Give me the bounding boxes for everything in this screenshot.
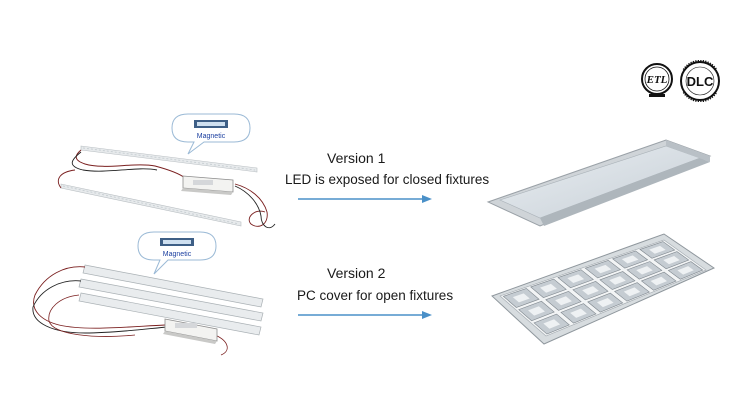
etl-logo: ETL (640, 62, 674, 100)
louver-cell-reflector (543, 319, 561, 329)
led-strip-upper (80, 145, 258, 173)
louver-cell-reflector (596, 298, 614, 308)
version1-description: LED is exposed for closed fixtures (285, 172, 490, 187)
louver-cell-reflector (621, 255, 639, 264)
louver-cell-reflector (594, 264, 612, 274)
magnetic-callout-v2: Magnetic (134, 228, 220, 280)
closed-fixture-image (480, 118, 730, 230)
version2-description: PC cover for open fixtures (297, 288, 454, 303)
louver-cell-reflector (649, 245, 666, 254)
dlc-logo-text: DLC (687, 74, 714, 89)
louver-cell-reflector (677, 266, 694, 275)
louver-cell-reflector (512, 293, 530, 303)
magnetic-callout-v1-label: Magnetic (197, 133, 226, 140)
louver-cell-reflector (650, 276, 668, 286)
arrow-right-icon (296, 309, 436, 321)
louver-cell-reflector (567, 274, 585, 283)
louver-cell-reflector (623, 287, 641, 297)
version1-title: Version 1 (327, 150, 386, 166)
led-driver-v1 (181, 175, 234, 195)
pc-tube-3 (78, 292, 262, 336)
louver-grid (502, 241, 704, 335)
louver-cell-reflector (636, 266, 653, 275)
louver-cell-reflector (540, 283, 557, 293)
pc-tube-1 (82, 264, 264, 308)
pc-tube-2 (78, 278, 264, 322)
louver-cell-reflector (555, 296, 572, 306)
louver-cell-reflector (570, 308, 587, 318)
louver-cell-reflector (663, 256, 680, 265)
magnetic-callout-v2-label: Magnetic (163, 251, 192, 258)
led-strip-lower (60, 183, 242, 227)
louver-cell-reflector (528, 306, 545, 316)
version2-product-image (25, 255, 275, 365)
louver-cell-reflector (609, 276, 626, 285)
arrow-right-icon (296, 193, 436, 205)
version2-title: Version 2 (327, 265, 386, 281)
led-driver-v2 (163, 318, 218, 344)
open-fixture-image (488, 230, 718, 348)
etl-logo-text: ETL (646, 74, 668, 86)
magnetic-callout-v1: Magnetic (168, 108, 254, 160)
louver-cell-reflector (582, 286, 599, 296)
dlc-logo: DLC (678, 60, 722, 102)
version1-product-image (45, 100, 285, 240)
